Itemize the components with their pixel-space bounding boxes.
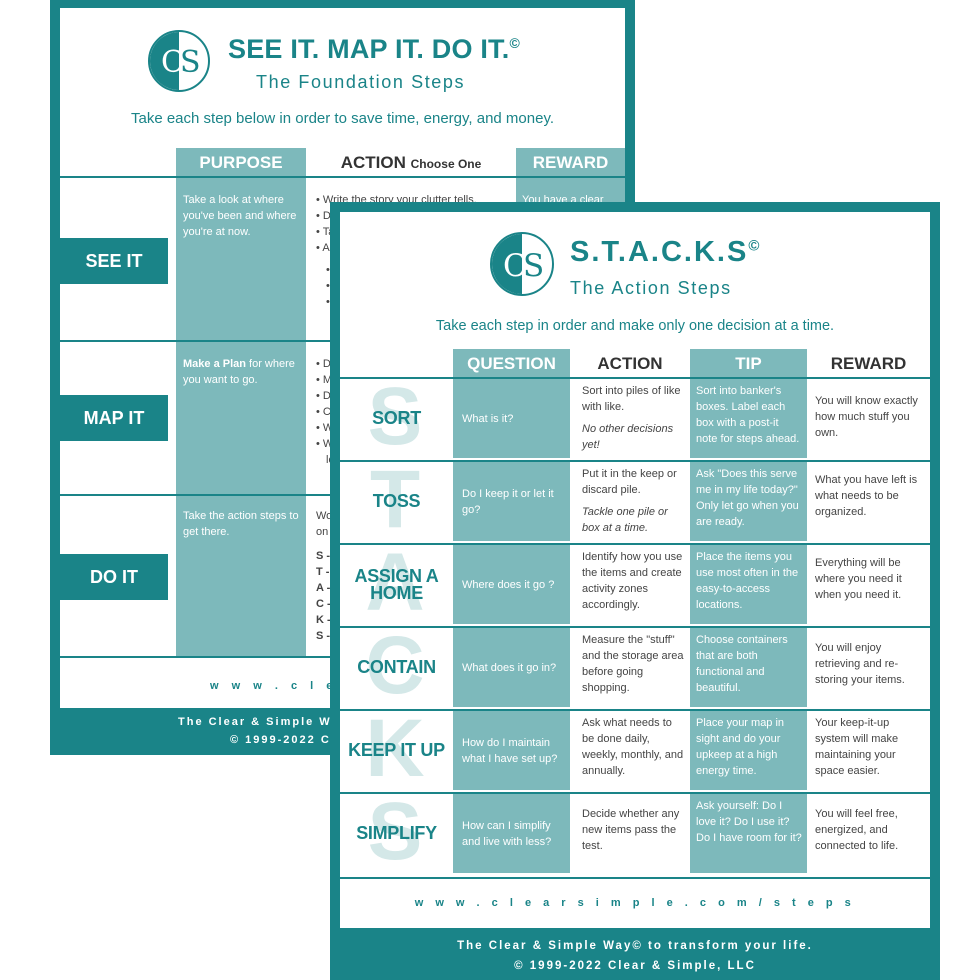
purpose-do-it: Take the action steps to get there.: [183, 510, 299, 538]
tip-cell: Place your map in sight and do your upke…: [690, 711, 807, 790]
table-row: T TOSS Do I keep it or let it go? Put it…: [340, 454, 930, 545]
list-item: • Dr: [316, 210, 335, 222]
list-item: •: [326, 296, 330, 308]
list-item: •: [326, 280, 330, 292]
svg-text:S: S: [180, 45, 201, 80]
question-cell: What is it?: [453, 379, 570, 458]
step-letter: S: [367, 371, 423, 462]
step-label: KEEP IT UP: [348, 740, 445, 760]
table-row: S SIMPLIFY How can I simplify and live w…: [340, 786, 930, 877]
step-label: SIMPLIFY: [356, 823, 437, 843]
step-label: ASSIGN A HOME: [354, 565, 439, 603]
step-letter: K: [365, 703, 425, 794]
step-map-it: MAP IT: [60, 395, 168, 441]
table-row: A ASSIGN A HOME Where does it go ? Ident…: [340, 537, 930, 628]
step-label: SORT: [372, 408, 421, 428]
question-cell: What does it go in?: [453, 628, 570, 707]
intro-text: Take each step in order and make only on…: [435, 318, 835, 334]
table-row: K KEEP IT UP How do I maintain what I ha…: [340, 703, 930, 794]
reward-cell: You will feel free, energized, and conne…: [815, 808, 899, 852]
reward-cell: You will know exactly how much stuff you…: [815, 395, 918, 439]
divider: [60, 176, 625, 178]
list-item: A -: [316, 582, 331, 594]
tip-cell: Sort into banker's boxes. Label each box…: [690, 379, 807, 458]
list-item: K -: [316, 614, 331, 626]
action-cell: Identify how you use the items and creat…: [582, 551, 683, 611]
header-action: ACTION: [597, 354, 663, 373]
cs-logo-icon: C S: [490, 232, 554, 296]
action-cell: Measure the "stuff" and the storage area…: [582, 634, 684, 694]
svg-text:C: C: [503, 248, 527, 284]
action-cell: Put it in the keep or discard pile.Tackl…: [582, 468, 677, 534]
step-label: CONTAIN: [357, 657, 436, 677]
footer-copyright: © 1999-2022 Clear & Simple, LLC: [514, 960, 756, 972]
list-item: • W: [316, 422, 334, 434]
page-title: S.T.A.C.K.S©: [570, 236, 760, 268]
list-item: • Dr: [316, 390, 335, 402]
table-row: C CONTAIN What does it go in? Measure th…: [340, 620, 930, 711]
intro-text: Take each step below in order to save ti…: [130, 110, 554, 127]
step-letter: C: [365, 620, 425, 711]
question-cell: How can I simplify and live with less?: [453, 794, 570, 873]
reward-cell: What you have left is what needs to be o…: [815, 474, 918, 518]
action-cell: Sort into piles of like with like.No oth…: [582, 385, 681, 451]
tip-cell: Choose containers that are both function…: [690, 628, 807, 707]
tip-cell: Ask yourself: Do I love it? Do I use it?…: [690, 794, 807, 873]
list-item: • Ta: [316, 226, 335, 238]
page-title: SEE IT. MAP IT. DO IT.©: [228, 34, 520, 64]
reward-cell: Your keep-it-up system will make maintai…: [815, 717, 899, 777]
list-item: S -: [316, 630, 331, 642]
action-cell: Decide whether any new items pass the te…: [582, 808, 680, 852]
action-cell: Ask what needs to be done daily, weekly,…: [582, 717, 684, 777]
footer: The Clear & Simple Way© to transform you…: [340, 928, 930, 980]
list-item: •: [326, 264, 330, 276]
page-subtitle: The Action Steps: [570, 278, 732, 298]
step-do-it: DO IT: [60, 554, 168, 600]
tip-cell: Ask "Does this serve me in my life today…: [690, 462, 807, 541]
footer-tagline: The Clear & Simple Wa: [178, 716, 340, 728]
purpose-see-it: Take a look at where you've been and whe…: [183, 194, 297, 238]
reward-cell: You will enjoy retrieving and re-storing…: [815, 642, 905, 686]
header-question: QUESTION: [453, 349, 570, 379]
list-item: • W: [316, 438, 334, 450]
divider: [340, 877, 930, 879]
action-steps-sheet: C S S.T.A.C.K.S© The Action Steps Take e…: [330, 202, 940, 980]
list-item: T -: [316, 566, 330, 578]
purpose-map-it: Make a Plan for where you want to go.: [183, 358, 295, 386]
header-reward: REWARD: [516, 148, 625, 178]
list-item: • Ar: [316, 242, 334, 254]
cs-logo-icon: C S: [148, 30, 210, 92]
step-letter: T: [369, 454, 421, 545]
list-item: • Cr: [316, 406, 335, 418]
table-row: S SORT What is it? Sort into piles of li…: [340, 371, 930, 462]
question-cell: Do I keep it or let it go?: [453, 462, 570, 541]
footer-tagline: The Clear & Simple Way© to transform you…: [457, 940, 813, 952]
step-letter: A: [365, 537, 425, 628]
question-cell: Where does it go ?: [453, 545, 570, 624]
header-reward: REWARD: [830, 354, 907, 373]
page-subtitle: The Foundation Steps: [256, 72, 466, 92]
question-cell: How do I maintain what I have set up?: [453, 711, 570, 790]
list-item: C -: [316, 598, 331, 610]
tip-cell: Place the items you use most often in th…: [690, 545, 807, 624]
list-item: S -: [316, 550, 331, 562]
header-action: ACTION Choose One: [340, 153, 482, 172]
purpose-column: [176, 178, 306, 656]
website-link[interactable]: w w w . c l e a r s i m p l e . c o m / …: [414, 897, 856, 909]
svg-text:C: C: [161, 45, 184, 80]
reward-cell: Everything will be where you need it whe…: [815, 557, 902, 601]
step-label: TOSS: [372, 491, 421, 511]
step-see-it: SEE IT: [60, 238, 168, 284]
step-letter: S: [367, 786, 423, 877]
header-tip: TIP: [690, 349, 807, 379]
svg-text:S: S: [523, 248, 544, 284]
footer-copyright: © 1999-2022 C: [230, 734, 331, 746]
header-purpose: PURPOSE: [176, 148, 306, 178]
